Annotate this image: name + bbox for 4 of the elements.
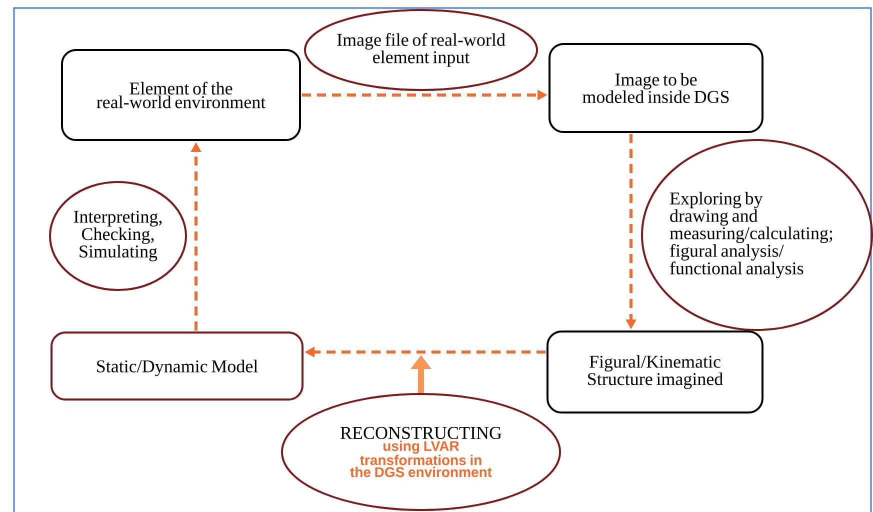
process-box: Static/Dynamic Model: [50, 332, 304, 400]
process-box: Image to be modeled inside DGS: [548, 43, 764, 133]
process-box: Figural/Kinematic Structure imagined: [546, 330, 764, 414]
process-box: Element of the real-world environment: [61, 49, 301, 141]
